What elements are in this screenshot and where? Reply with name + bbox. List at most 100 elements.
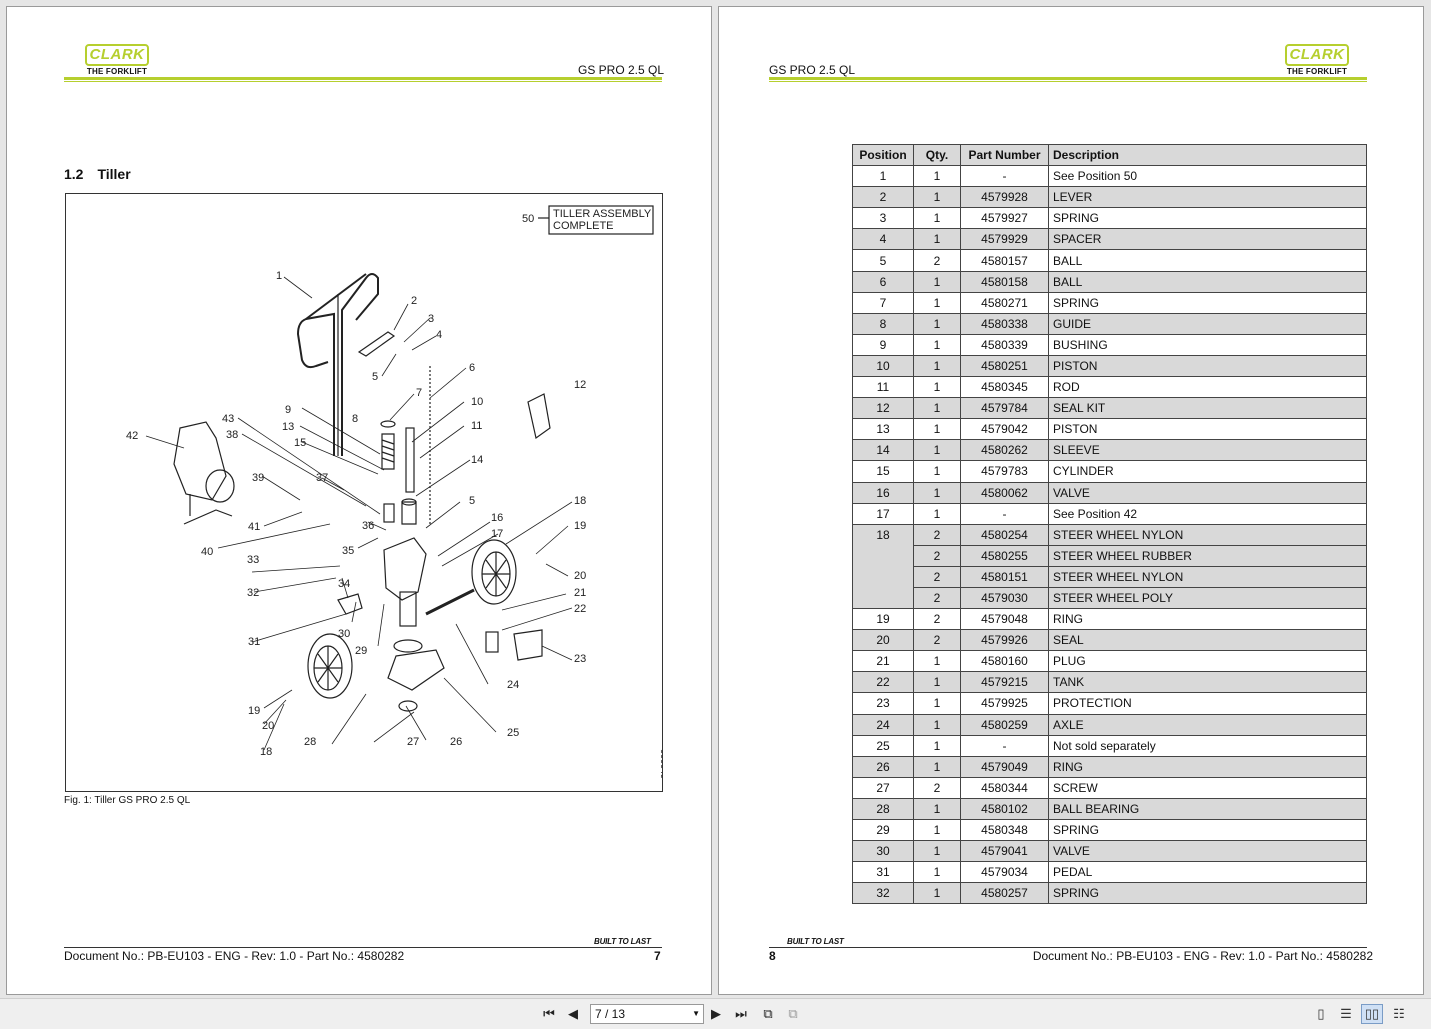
position-cell: 3 [852, 207, 914, 230]
description-cell: PISTON [1048, 354, 1367, 378]
column-header: Description [1048, 143, 1367, 167]
description-cell: VALVE [1048, 481, 1367, 504]
qty-cell: 1 [913, 354, 961, 378]
table-header-row: Position Qty. Part Number Description [852, 143, 1367, 167]
part-number-cell: 4579041 [960, 840, 1049, 863]
position-cell: 7 [852, 291, 914, 314]
description-cell: SPRING [1048, 291, 1367, 314]
part-number-cell: 4580259 [960, 713, 1049, 736]
description-cell: PROTECTION [1048, 692, 1367, 715]
qty-cell: 2 [913, 544, 961, 567]
page-right: GS PRO 2.5 QL CLARK THE FORKLIFT Positio… [718, 6, 1424, 995]
logo-brand: CLARK [1285, 44, 1349, 66]
page-selector[interactable]: 7 / 13 ▼ [590, 1004, 704, 1024]
part-label: 33 [247, 554, 259, 566]
single-page-icon[interactable]: ▯ [1317, 1006, 1325, 1021]
part-number-cell: 4580338 [960, 312, 1049, 335]
part-number-cell: 4579215 [960, 671, 1049, 694]
tank-part [485, 631, 499, 653]
qty-cell: 1 [913, 291, 961, 314]
part-number-cell: 4579034 [960, 861, 1049, 884]
position-cell: 8 [852, 312, 914, 335]
position-cell: 5 [852, 249, 914, 272]
column-header: Position [852, 143, 914, 167]
position-cell [852, 566, 914, 588]
part-label: 18 [260, 746, 272, 758]
part-number-cell: 4580271 [960, 291, 1049, 314]
valve-housing-part [173, 421, 235, 525]
housing-part [383, 537, 445, 712]
part-number-cell: 4579929 [960, 228, 1049, 251]
page-number: 7 [654, 949, 661, 963]
part-label: 12 [574, 379, 586, 391]
part-label: 34 [338, 578, 350, 590]
description-cell: See Position 50 [1048, 165, 1367, 188]
description-cell: AXLE [1048, 713, 1367, 736]
part-number-cell: 4580251 [960, 354, 1049, 378]
description-cell: LEVER [1048, 186, 1367, 209]
first-page-icon[interactable]: ⏮ [543, 1006, 555, 1021]
part-number-cell: 4579783 [960, 460, 1049, 483]
qty-cell: 1 [913, 797, 961, 821]
next-page-icon[interactable]: ▶ [711, 1006, 721, 1021]
description-cell: Not sold separately [1048, 734, 1367, 757]
part-label: 25 [507, 727, 519, 739]
part-label: 16 [491, 512, 503, 524]
footer-rule [64, 947, 662, 948]
position-cell: 12 [852, 397, 914, 420]
position-cell: 11 [852, 376, 914, 399]
two-page-icon[interactable]: ▯▯ [1361, 1004, 1383, 1024]
rotate-icon[interactable]: ⧉ [763, 1006, 773, 1021]
description-cell: SPRING [1048, 818, 1367, 842]
part-number-cell: 4580257 [960, 882, 1049, 905]
pedal-part [337, 593, 363, 615]
last-page-icon[interactable]: ⏭ [735, 1006, 747, 1021]
built-to-last: BUILT TO LAST [787, 937, 844, 946]
part-label: 22 [574, 603, 586, 615]
part-number-cell: 4580255 [960, 544, 1049, 567]
qty-cell: 1 [913, 671, 961, 694]
part-number-cell: 4580062 [960, 481, 1049, 504]
part-label: 42 [126, 430, 138, 442]
part-number-cell: - [960, 734, 1049, 757]
position-cell: 20 [852, 629, 914, 652]
qty-cell: 1 [913, 333, 961, 356]
steer-wheel-right [471, 539, 517, 605]
header-rule [64, 77, 662, 82]
two-page-continuous-icon[interactable]: ☷ [1393, 1006, 1405, 1021]
qty-cell: 1 [913, 418, 961, 441]
export-icon[interactable]: ⧉ [788, 1006, 798, 1021]
part-label: 15 [294, 437, 306, 449]
protection-part [513, 629, 543, 661]
part-number-cell: 4580254 [960, 523, 1049, 546]
position-cell: 9 [852, 333, 914, 356]
description-cell: PISTON [1048, 418, 1367, 441]
position-cell: 28 [852, 797, 914, 821]
part-number-cell: 4579928 [960, 186, 1049, 209]
description-cell: See Position 42 [1048, 502, 1367, 525]
position-cell: 25 [852, 734, 914, 757]
position-cell: 21 [852, 650, 914, 673]
handle-part [296, 273, 379, 456]
part-label: 31 [248, 636, 260, 648]
prev-page-icon[interactable]: ◀ [568, 1006, 578, 1021]
position-cell: 30 [852, 840, 914, 863]
part-number-cell: 4579784 [960, 397, 1049, 420]
position-cell: 17 [852, 502, 914, 525]
part-label: 37 [316, 472, 328, 484]
qty-cell: 2 [913, 523, 961, 546]
continuous-icon[interactable]: ☰ [1340, 1006, 1352, 1021]
description-cell: CYLINDER [1048, 460, 1367, 483]
description-cell: BUSHING [1048, 333, 1367, 356]
